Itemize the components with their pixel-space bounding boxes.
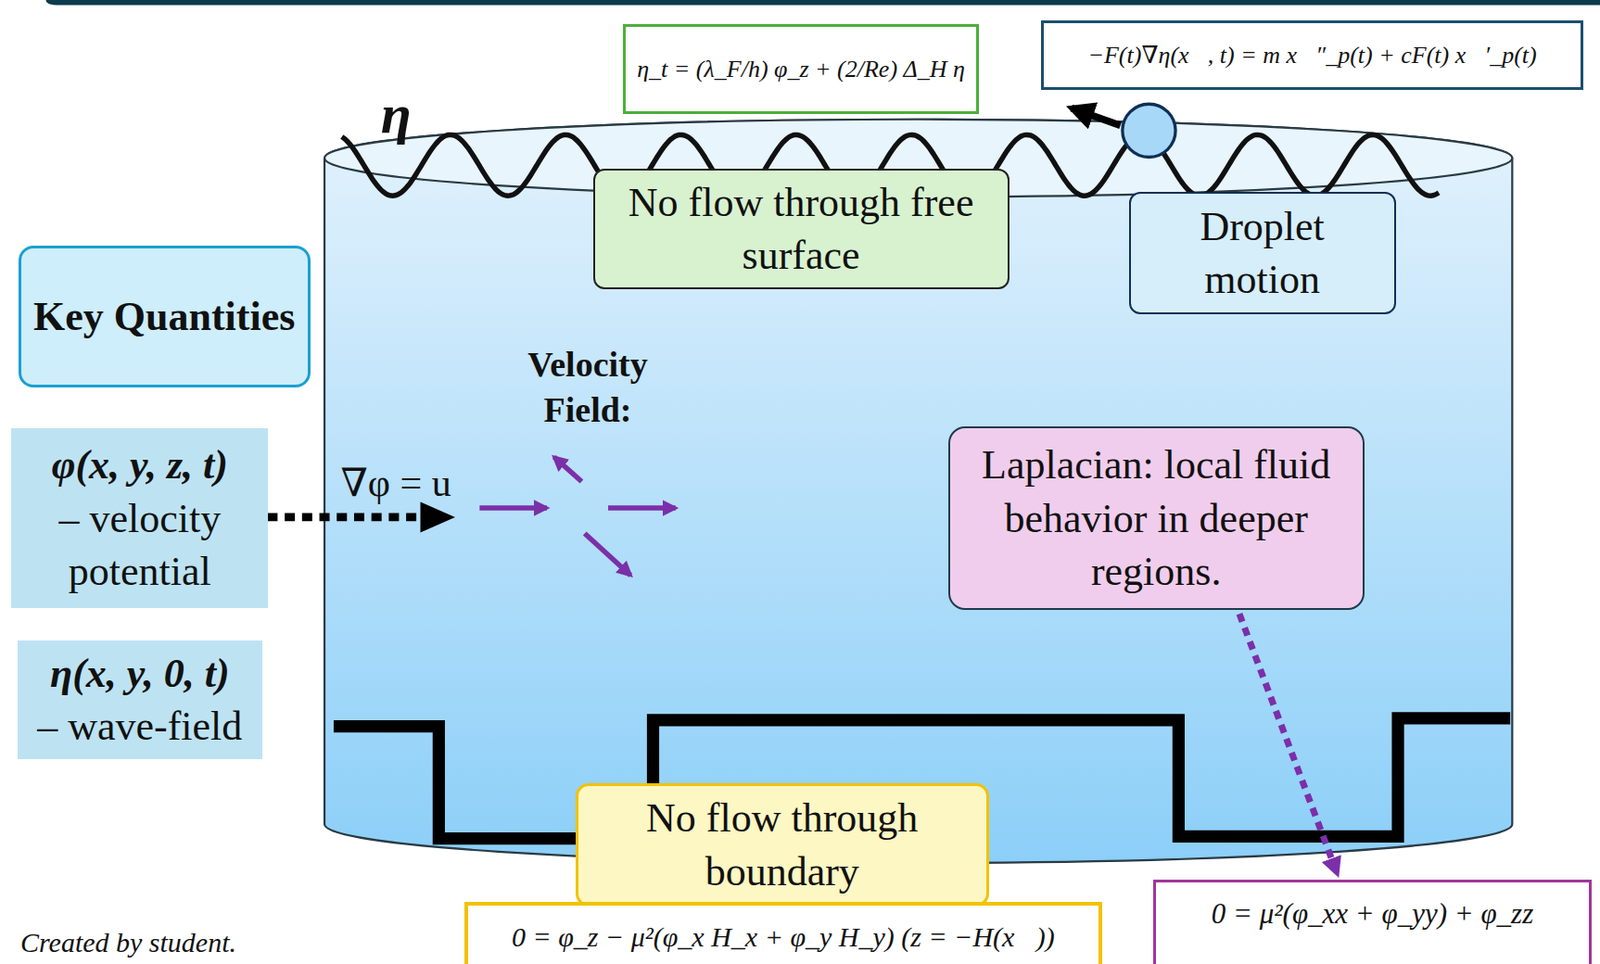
surface-equation-box: η_t = (λ_F/h) φ_z + (2/Re) Δ_H η — [622, 24, 979, 115]
box-body-text: – wave-field — [37, 699, 242, 753]
velocity-potential-box: φ(x, y, z, t)– velocity potential — [11, 428, 268, 609]
box-text: No flow through boundary — [589, 791, 976, 898]
box-text: 0 = μ²(φ_xx + φ_yy) + φ_zz — [1211, 895, 1534, 933]
box-text: Droplet motion — [1142, 200, 1384, 306]
boundary-equation-box: 0 = φ_z − μ²(φ_x H_x + φ_y H_y) (z = −H(… — [464, 901, 1103, 964]
droplet — [1122, 103, 1176, 157]
tank-body — [324, 119, 1512, 864]
top-bar — [46, 0, 1600, 6]
velocity-arrows — [479, 457, 675, 576]
box-text: φ(x, y, z, t) — [51, 438, 229, 492]
box-text: 0 = φ_z − μ²(φ_x H_x + φ_y H_y) (z = −H(… — [511, 918, 1055, 955]
pointer-head — [420, 501, 456, 533]
box-text: η_t = (λ_F/h) φ_z + (2/Re) Δ_H η — [636, 53, 966, 86]
dotted-connector — [1239, 613, 1338, 875]
dotted-pointer — [266, 513, 433, 522]
wave-field-box: η(x, y, 0, t)– wave-field — [17, 640, 263, 760]
box-text: Laplacian: local fluid behavior in deepe… — [961, 438, 1352, 598]
box-text: −F(t)∇η(x⃗, t) = m x⃗″_p(t) + cF(t) x⃗′_… — [1087, 39, 1537, 72]
laplace-equation-box: 0 = μ²(φ_xx + φ_yy) + φ_zz — [1153, 879, 1592, 964]
droplet-equation-box: −F(t)∇η(x⃗, t) = m x⃗″_p(t) + cF(t) x⃗′_… — [1041, 20, 1585, 90]
box-text: η(x, y, 0, t) — [50, 647, 230, 700]
boundary-box: No flow through boundary — [575, 783, 990, 906]
wave-symbol: η — [380, 77, 412, 151]
velocity-field-label: Velocity Field: — [500, 342, 674, 434]
free-surface-box: No flow through free surface — [593, 168, 1010, 290]
gradient-relation: ∇φ = u — [340, 457, 451, 509]
laplacian-box: Laplacian: local fluid behavior in deepe… — [948, 426, 1365, 610]
box-text: No flow through free surface — [606, 176, 997, 282]
box-body-text: – velocity potential — [22, 492, 257, 598]
credit-note: Created by student. — [20, 924, 237, 961]
box-text: Key Quantities — [33, 290, 295, 343]
key-quantities-box: Key Quantities — [18, 245, 311, 388]
droplet-arrow — [1071, 108, 1121, 127]
droplet-motion-box: Droplet motion — [1129, 191, 1397, 315]
